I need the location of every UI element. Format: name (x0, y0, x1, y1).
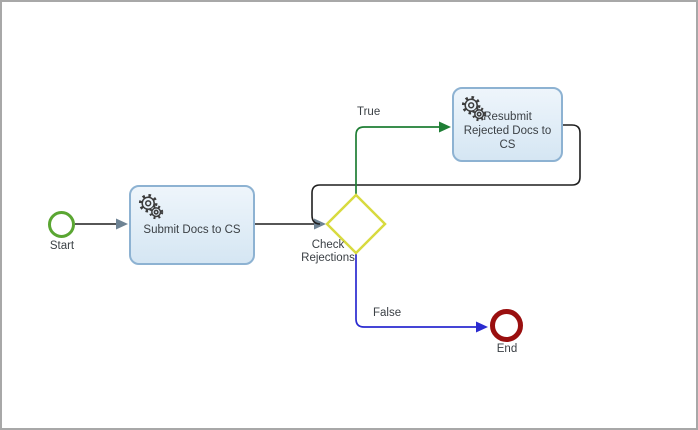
flow-start-to-submit-arrowhead (116, 218, 128, 230)
true-branch-label: True (357, 106, 381, 118)
task-submit-docs-label: Submit Docs to CS (143, 224, 241, 236)
gateway-label: Check Rejections (301, 239, 355, 264)
start-event-label: Start (49, 240, 75, 252)
flow-true-branch-arrowhead (439, 121, 451, 133)
flow-false-branch[interactable] (355, 254, 477, 328)
task-submit-docs[interactable]: Submit Docs to CS (129, 185, 255, 265)
false-branch-label: False (373, 307, 402, 319)
gears-icon (138, 193, 164, 220)
gateway-check-rejections-shape[interactable] (325, 193, 387, 255)
flow-false-branch-arrowhead (476, 321, 488, 333)
task-resubmit-docs[interactable]: Resubmit Rejected Docs to CS (452, 87, 563, 162)
start-event[interactable] (48, 211, 75, 238)
task-resubmit-docs-label: Resubmit Rejected Docs to CS (463, 110, 552, 151)
end-event-label: End (496, 343, 518, 355)
flow-resubmit-loop-to-gateway[interactable] (311, 124, 581, 225)
end-event[interactable] (490, 309, 523, 342)
gears-icon (461, 95, 487, 122)
flow-true-branch[interactable] (355, 126, 440, 194)
